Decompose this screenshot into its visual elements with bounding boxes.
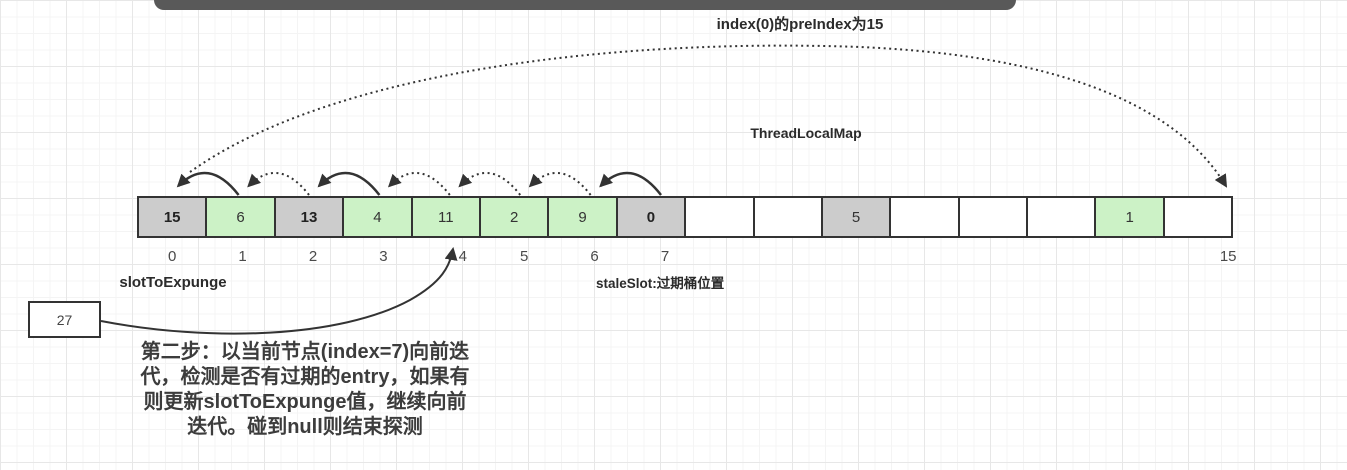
index-label: 6 xyxy=(590,248,599,265)
back-scan-arc-arrow xyxy=(317,171,381,196)
back-scan-arc-arrow xyxy=(387,172,451,196)
array-cell xyxy=(752,196,823,238)
index-label: 7 xyxy=(660,248,670,265)
index-label: 2 xyxy=(308,248,318,265)
pointer-value-box: 27 xyxy=(28,301,101,338)
index-label: 15 xyxy=(1219,248,1237,265)
array-cell: 13 xyxy=(273,196,345,238)
array-cell xyxy=(1026,196,1097,238)
slot-to-expunge-label: slotToExpunge xyxy=(119,274,227,291)
array-cell xyxy=(1162,196,1234,238)
index-label: 3 xyxy=(379,248,388,265)
index-label: 4 xyxy=(458,248,467,265)
array-cell: 0 xyxy=(615,196,687,238)
stale-slot-label: staleSlot:过期桶位置 xyxy=(596,276,725,291)
pre-index-caption: index(0)的preIndex为15 xyxy=(716,16,884,33)
threadlocalmap-label: ThreadLocalMap xyxy=(750,125,862,141)
back-scan-arc-arrow xyxy=(247,172,310,196)
back-scan-arc-arrow xyxy=(528,172,592,196)
top-title-bar xyxy=(154,0,1016,10)
step-note-line: 第二步：以当前节点(index=7)向前迭 xyxy=(140,341,470,363)
array-cell xyxy=(684,196,755,238)
array-cell: 9 xyxy=(547,196,618,238)
array-cell: 4 xyxy=(342,196,413,238)
array-cell: 6 xyxy=(205,196,276,238)
back-scan-arc-arrow xyxy=(599,171,662,196)
array-cell: 15 xyxy=(137,196,208,238)
back-scan-arc-arrow xyxy=(458,172,521,196)
step-note-line: 迭代。碰到null则结束探测 xyxy=(187,416,423,438)
pointer-value: 27 xyxy=(56,311,73,328)
array-cell: 11 xyxy=(410,196,481,238)
step-note: 第二步：以当前节点(index=7)向前迭 代，检测是否有过期的entry，如果… xyxy=(128,340,482,440)
back-scan-arc-arrow xyxy=(176,171,240,196)
step-note-line: 则更新slotToExpunge值，继续向前 xyxy=(143,391,467,413)
index-label: 5 xyxy=(520,248,529,265)
index-label: 0 xyxy=(168,248,177,265)
array-cell: 5 xyxy=(820,196,892,238)
array-cell: 2 xyxy=(478,196,550,238)
pre-index-curve-arrow xyxy=(189,44,1228,188)
array-cell xyxy=(957,196,1029,238)
array-cell: 1 xyxy=(1094,196,1165,238)
step-note-line: 代，检测是否有过期的entry，如果有 xyxy=(140,366,470,388)
index-label: 1 xyxy=(238,248,247,265)
array-cell xyxy=(889,196,960,238)
